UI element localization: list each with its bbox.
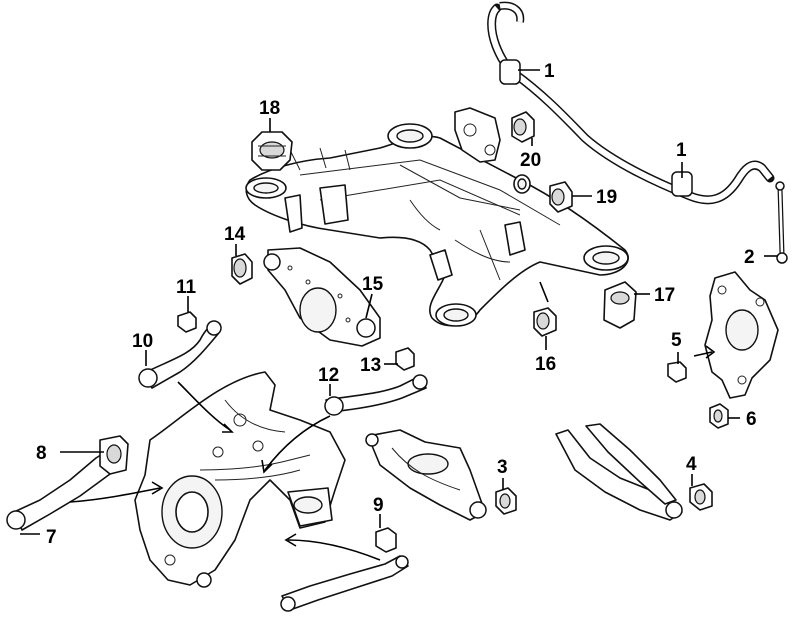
knuckle-left: [134, 371, 346, 586]
assembly-arrows: [69, 281, 716, 561]
callout-5: 5: [671, 330, 682, 351]
bracket-15: [263, 247, 381, 347]
callout-1-upper: 1: [544, 61, 555, 82]
callout-6: 6: [746, 409, 757, 430]
callout-12: 12: [318, 365, 339, 386]
callout-9: 9: [373, 495, 384, 516]
stabilizer-bushing-upper: [499, 59, 521, 85]
callout-labels: 1 1 2 3 4 5 6 7 8 9 10 11 12 13 14 15 16…: [36, 61, 757, 548]
lower-arm-3: [365, 429, 487, 521]
knuckle-right: [704, 271, 779, 399]
bushing-13: [395, 347, 415, 371]
callout-19: 19: [596, 187, 617, 208]
callout-13: 13: [360, 355, 381, 376]
callout-7: 7: [46, 527, 57, 548]
upper-arm-10: [138, 320, 222, 389]
bushing-19: [549, 181, 573, 213]
bushing-17: [603, 281, 637, 329]
stabilizer-link: [775, 181, 788, 264]
differential-mount-20: [454, 107, 535, 194]
stabilizer-bar: [487, 1, 775, 205]
callout-14: 14: [224, 224, 246, 245]
callout-17: 17: [654, 285, 675, 306]
callout-20: 20: [520, 150, 541, 171]
callout-15: 15: [362, 274, 384, 295]
bushing-16: [533, 307, 557, 337]
callout-11: 11: [176, 277, 197, 298]
callout-10: 10: [132, 331, 153, 352]
callout-16: 16: [535, 354, 556, 375]
leader-lines: [20, 69, 778, 535]
bushing-8: [99, 435, 129, 475]
bushing-5: [667, 361, 687, 383]
callout-4: 4: [686, 454, 697, 475]
rear-subframe: [245, 123, 629, 327]
bushing-9: [375, 527, 397, 553]
callout-1-lower: 1: [676, 140, 687, 161]
bushing-6: [709, 403, 729, 429]
bushing-14: [231, 253, 253, 285]
bushing-4: [689, 483, 713, 511]
callout-8: 8: [36, 443, 47, 464]
subframe-mount-18: [251, 131, 293, 171]
callout-2: 2: [744, 247, 755, 268]
bushing-11: [177, 311, 197, 333]
lower-link-9: [196, 555, 409, 612]
upper-arm-12: [324, 374, 428, 416]
callout-3: 3: [497, 457, 508, 478]
lower-arm-4: [555, 423, 683, 521]
callout-18: 18: [259, 98, 280, 119]
bushing-3: [495, 487, 517, 515]
